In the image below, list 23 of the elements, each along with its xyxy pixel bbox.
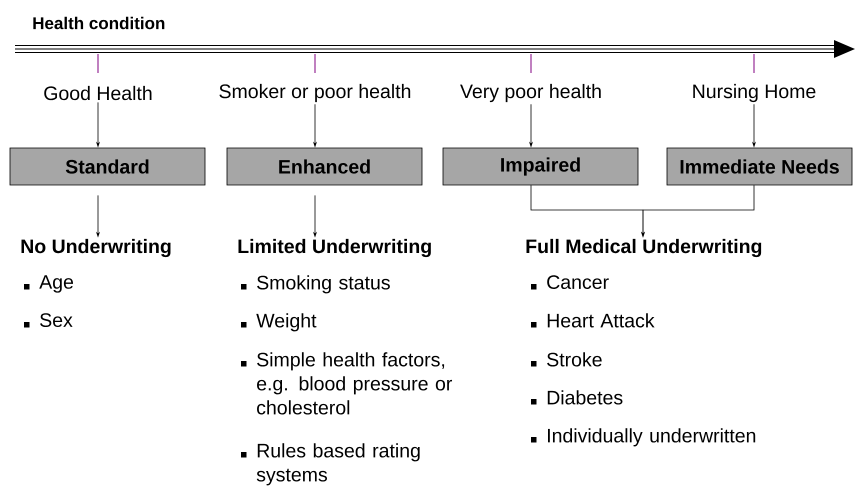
bullet-item: Smoking status <box>241 275 390 294</box>
category-box: Immediate Needs <box>666 148 852 186</box>
bullet-item: Cancer <box>531 275 609 290</box>
bullet-item: Simple health factors, e.g. blood pressure or cholesterol <box>241 352 452 415</box>
bullet-item: Heart Attack <box>531 313 655 328</box>
bullet-item: Individually underwritten <box>531 428 756 446</box>
bullet-item: Rules based rating systems <box>241 443 420 486</box>
bullet-item: Stroke <box>531 352 602 367</box>
bullet-item: Sex <box>24 313 73 328</box>
bullet-item: Diabetes <box>531 390 622 405</box>
heading: Full Medical Underwriting <box>526 238 762 258</box>
condition-label: Good Health <box>44 86 152 100</box>
category-box: Standard <box>10 148 206 186</box>
heading: Limited Underwriting <box>238 238 431 258</box>
condition-label: Nursing Home <box>693 84 816 102</box>
category-box: Impaired <box>442 148 638 186</box>
category-box: Enhanced <box>226 148 422 186</box>
bullet-item: Age <box>24 275 74 293</box>
title: Health condition <box>33 16 164 30</box>
condition-label: Smoker or poor health <box>219 84 410 102</box>
heading: No Underwriting <box>22 238 171 258</box>
condition-label: Very poor health <box>460 84 601 102</box>
bullet-item: Weight <box>241 313 316 332</box>
